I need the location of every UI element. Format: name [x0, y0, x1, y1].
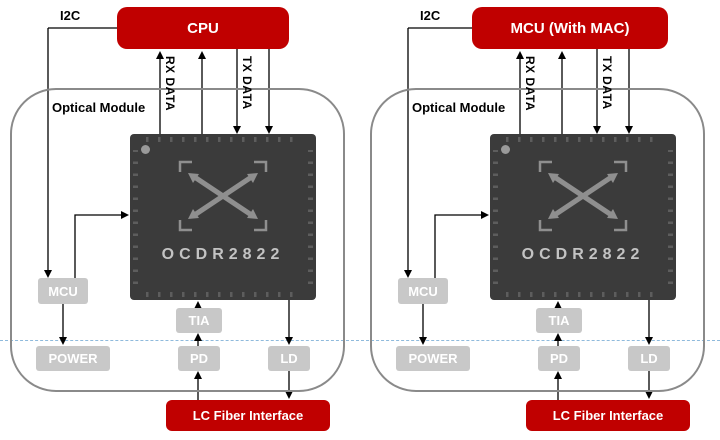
rx-data-label: RX DATA — [163, 56, 177, 112]
i2c-label: I2C — [420, 8, 441, 23]
chip-logo-icon — [538, 160, 628, 232]
chip-pins-left — [133, 150, 138, 284]
pin1-indicator-dot — [501, 145, 510, 154]
lc-fiber-interface-box: LC Fiber Interface — [166, 400, 330, 431]
fiber-boundary-divider — [0, 340, 720, 341]
optical-module-diagram-cpu: Optical Module CPU I2C RX DATA TX DATA — [10, 7, 345, 431]
chip-pins-right — [308, 150, 313, 284]
tia-box: TIA — [176, 308, 222, 333]
tia-box: TIA — [536, 308, 582, 333]
pd-box: PD — [178, 346, 220, 371]
pin1-indicator-dot — [141, 145, 150, 154]
i2c-label: I2C — [60, 8, 81, 23]
optical-module-outline — [370, 88, 705, 392]
optical-module-label: Optical Module — [412, 100, 506, 115]
ocdr2822-chip: OCDR2822 — [490, 134, 676, 300]
optical-module-label: Optical Module — [52, 100, 146, 115]
pd-box: PD — [538, 346, 580, 371]
chip-name-label: OCDR2822 — [521, 246, 645, 263]
chip-pins-top — [146, 137, 300, 142]
power-box: POWER — [396, 346, 470, 371]
optical-module-outline — [10, 88, 345, 392]
lc-fiber-interface-box: LC Fiber Interface — [526, 400, 690, 431]
chip-pins-bottom — [146, 292, 300, 297]
ld-box: LD — [628, 346, 670, 371]
ld-box: LD — [268, 346, 310, 371]
cpu-box: CPU — [117, 7, 289, 49]
rx-data-label: RX DATA — [523, 56, 537, 112]
mcu-box: MCU — [398, 278, 448, 304]
chip-pins-bottom — [506, 292, 660, 297]
mcu-box: MCU — [38, 278, 88, 304]
power-box: POWER — [36, 346, 110, 371]
chip-pins-left — [493, 150, 498, 284]
chip-logo-icon — [178, 160, 268, 232]
chip-name-label: OCDR2822 — [161, 246, 285, 263]
ocdr2822-chip: OCDR2822 — [130, 134, 316, 300]
chip-pins-top — [506, 137, 660, 142]
tx-data-label: TX DATA — [600, 56, 614, 110]
tx-data-label: TX DATA — [240, 56, 254, 110]
mcu-with-mac-box: MCU (With MAC) — [472, 7, 668, 49]
chip-pins-right — [668, 150, 673, 284]
optical-module-diagram-mcu-mac: Optical Module MCU (With MAC) I2C RX DAT… — [360, 0, 720, 440]
